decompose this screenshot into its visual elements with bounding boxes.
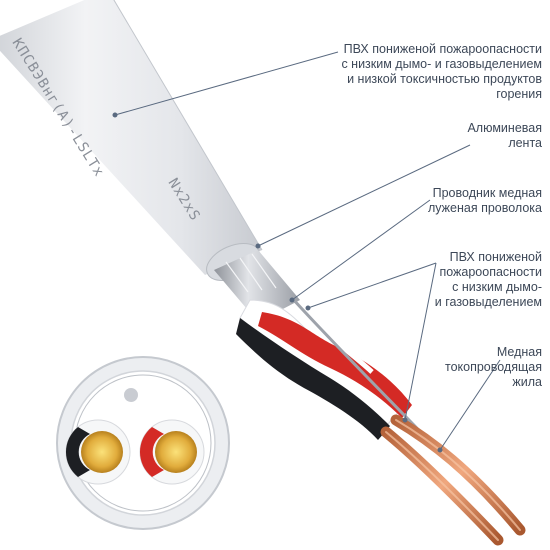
callout-copper-core: Медная токопроводящая жила xyxy=(445,345,542,390)
callout-line: горения xyxy=(496,87,542,101)
callout-aluminium-tape: Алюминевая лента xyxy=(467,121,542,151)
callout-line: Проводник медная xyxy=(432,186,542,200)
callout-line: лента xyxy=(508,136,542,150)
callout-line: Медная xyxy=(496,345,542,359)
callout-line: пожароопасности xyxy=(439,265,542,279)
callout-drain-wire: Проводник медная луженая проволока xyxy=(428,186,542,216)
callout-line: токопроводящая xyxy=(444,360,542,374)
twisted-pair xyxy=(236,299,412,440)
callout-pvc-insulation: ПВХ пониженой пожароопасности с низким д… xyxy=(435,250,542,310)
callout-line: с низким дымо- xyxy=(452,280,542,294)
callout-line: жила xyxy=(512,375,542,389)
callout-line: и низкой токсичностью продуктов xyxy=(347,72,542,86)
cross-section-red-core xyxy=(139,419,205,485)
outer-sheath xyxy=(0,0,263,282)
leader-line-drain xyxy=(291,199,431,301)
callout-line: ПВХ пониженой пожароопасности xyxy=(343,42,542,56)
leader-line-insulation xyxy=(307,262,437,309)
callout-line: Алюминевая xyxy=(467,121,542,135)
leader-line-copper xyxy=(439,359,501,451)
leader-line-insulation-2 xyxy=(404,262,437,421)
leader-line-foil xyxy=(257,144,471,247)
leader-lines xyxy=(112,51,501,453)
cross-section-black-core xyxy=(65,419,131,485)
callout-line: луженая проволока xyxy=(427,201,542,215)
cross-section xyxy=(56,356,230,530)
callout-pvc-sheath: ПВХ пониженой пожароопасности с низким д… xyxy=(341,42,542,102)
callout-line: ПВХ пониженой xyxy=(449,250,542,264)
callout-line: и газовыделением xyxy=(434,295,542,309)
copper-conductors xyxy=(380,414,526,546)
callout-line: с низким дымо- и газовыделением xyxy=(341,57,542,71)
leader-line-sheath xyxy=(114,51,339,116)
aluminium-foil xyxy=(214,250,300,322)
cross-section-drain xyxy=(124,388,138,402)
